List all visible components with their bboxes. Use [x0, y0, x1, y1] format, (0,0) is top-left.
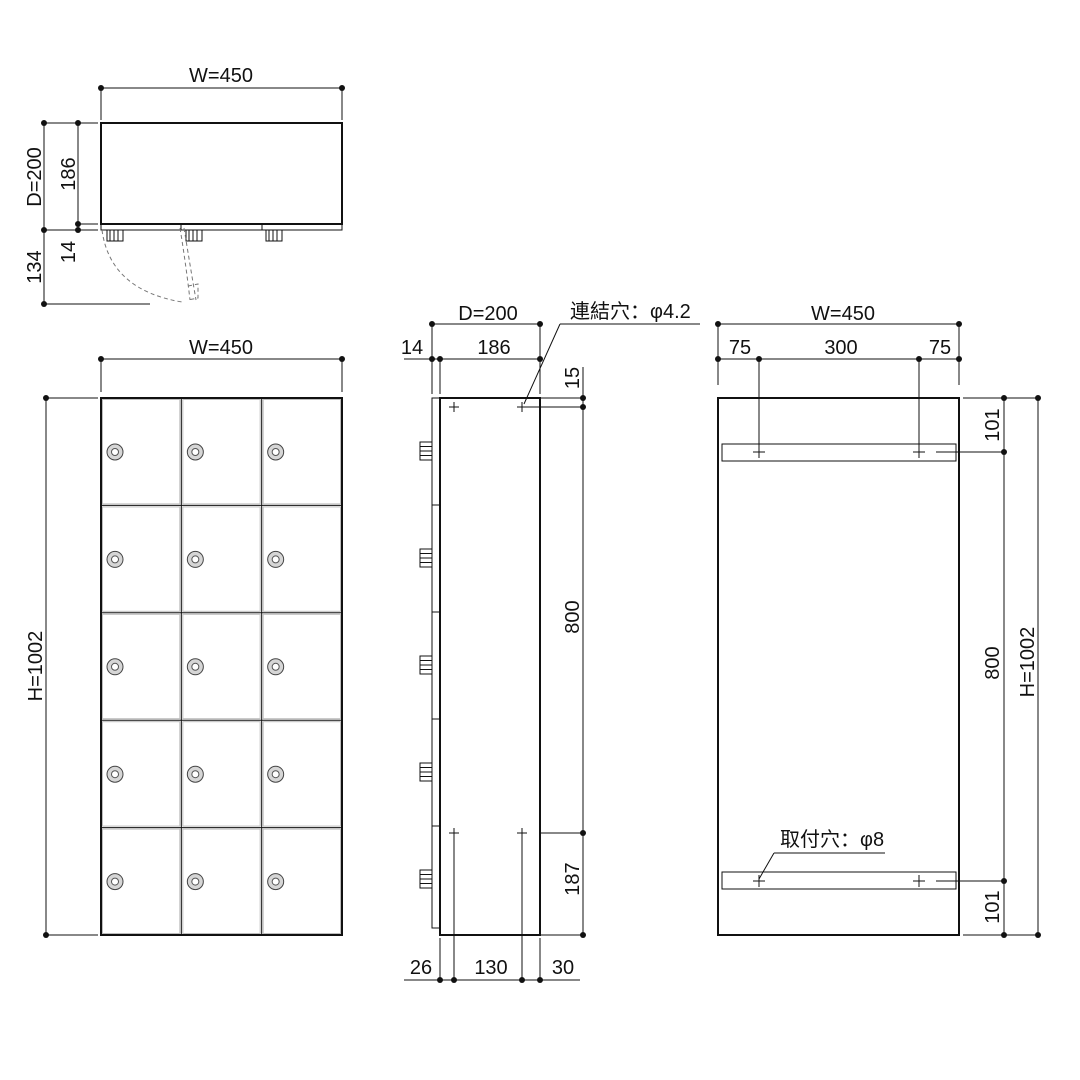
lock-icon [267, 765, 285, 783]
top-width-label: W=450 [189, 65, 253, 87]
back-hole-callout: 取付穴：φ8 [780, 828, 884, 851]
side-depth-label: D=200 [458, 303, 518, 325]
locker-door [182, 613, 261, 720]
back-view-body [717, 397, 960, 936]
side-handle [419, 441, 433, 461]
locker-door [182, 506, 261, 612]
side-top-offset-label: 15 [562, 367, 584, 389]
lock-icon [106, 873, 124, 891]
locker-door [262, 828, 341, 934]
top-view-door-strip [100, 223, 343, 231]
lock-icon [186, 658, 204, 676]
lock-icon [267, 658, 285, 676]
front-view: W=450 H=1002 [25, 337, 345, 938]
connection-hole [517, 828, 527, 838]
lock-icon [186, 550, 204, 568]
connection-hole [449, 402, 459, 412]
side-bottom-offset-label: 187 [562, 862, 584, 895]
locker-door [102, 613, 181, 720]
locker-door [102, 399, 181, 505]
top-depth-label: D=200 [24, 147, 46, 207]
locker-door [102, 828, 181, 934]
lock-icon [186, 765, 204, 783]
locker-door [262, 721, 341, 827]
lock-icon [267, 443, 285, 461]
top-view-handle [265, 229, 283, 242]
lock-icon [267, 550, 285, 568]
lock-icon [186, 873, 204, 891]
side-door-label: 14 [401, 337, 423, 359]
locker-door [182, 828, 261, 934]
back-mid-label: 300 [824, 337, 857, 359]
back-right-label: 75 [929, 337, 951, 359]
back-height-label: H=1002 [1017, 627, 1039, 698]
mounting-hole [753, 875, 765, 887]
side-handle [419, 548, 433, 568]
top-view: W=450 D=200 186 14 134 [24, 65, 345, 307]
top-view-body [100, 122, 343, 225]
side-bottom-right-label: 30 [552, 957, 574, 979]
side-handle [419, 869, 433, 889]
side-bottom-left-label: 26 [410, 957, 432, 979]
side-handle [419, 655, 433, 675]
lock-icon [106, 550, 124, 568]
back-view: W=450 75 300 75 101 800 101 H=1002 取付穴： [715, 303, 1041, 938]
side-view-door-edge [431, 397, 441, 929]
connection-hole [517, 402, 527, 412]
side-hole-span-label: 800 [562, 600, 584, 633]
side-bottom-mid-label: 130 [474, 957, 507, 979]
top-body-depth-label: 186 [58, 157, 80, 190]
lock-icon [106, 765, 124, 783]
locker-door [182, 399, 261, 505]
front-width-label: W=450 [189, 337, 253, 359]
lock-icon [186, 443, 204, 461]
back-hole-span-label: 800 [982, 646, 1004, 679]
locker-door [262, 399, 341, 505]
side-hole-leader [523, 323, 561, 405]
side-hole-callout: 連結穴：φ4.2 [570, 300, 691, 323]
door-swing-arc [101, 229, 183, 303]
locker-door [262, 613, 341, 720]
side-view-body [439, 397, 541, 936]
locker-door [102, 721, 181, 827]
connection-hole [449, 828, 459, 838]
back-hole-leader [758, 852, 775, 880]
back-width-label: W=450 [811, 303, 875, 325]
back-bottom-offset-label: 101 [982, 890, 1004, 923]
locker-door [182, 721, 261, 827]
locker-door [262, 506, 341, 612]
mounting-hole [913, 875, 925, 887]
top-view-handle [106, 229, 124, 242]
locker-door [102, 506, 181, 612]
lock-icon [106, 443, 124, 461]
side-view: D=200 14 186 連結穴：φ4.2 15 800 187 [401, 300, 700, 983]
side-handle [419, 762, 433, 782]
front-height-label: H=1002 [25, 631, 47, 702]
top-view-handle [185, 229, 203, 242]
top-door-label: 14 [58, 241, 80, 263]
lock-icon [267, 873, 285, 891]
front-view-body [100, 397, 343, 936]
top-swing-label: 134 [24, 250, 46, 283]
back-top-offset-label: 101 [982, 408, 1004, 441]
side-body-label: 186 [477, 337, 510, 359]
lock-icon [106, 658, 124, 676]
back-left-label: 75 [729, 337, 751, 359]
